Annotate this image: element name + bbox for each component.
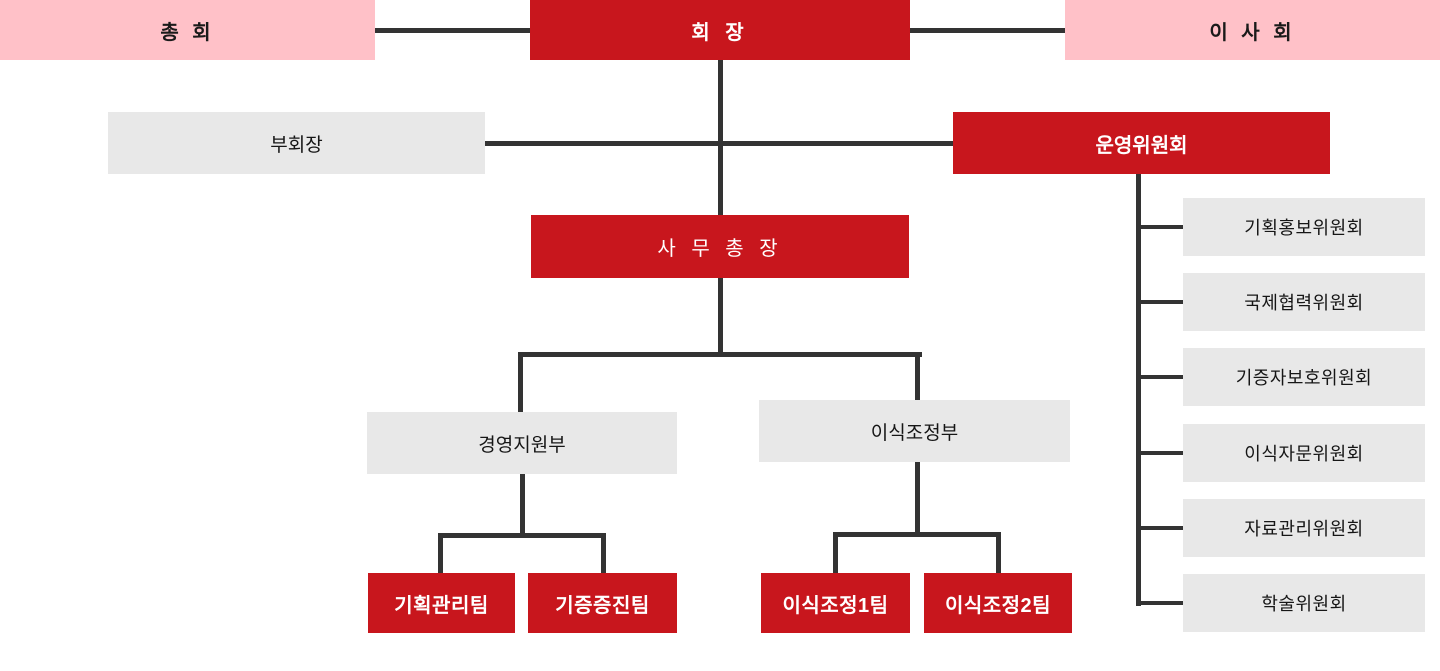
node-vice-chairman: 부회장 <box>108 112 485 174</box>
connector-committee-stub-3 <box>1136 375 1183 379</box>
node-planning-management-team: 기획관리팀 <box>368 573 515 633</box>
node-chairman: 회 장 <box>530 0 910 60</box>
connector-secretary-down <box>718 278 723 357</box>
connector-committee-stub-4 <box>1136 451 1183 455</box>
connector-committee-stub-2 <box>1136 300 1183 304</box>
connector-committee-spine <box>1136 174 1141 606</box>
node-secretary-general: 사 무 총 장 <box>531 215 909 278</box>
connector-team-split-left <box>438 533 606 538</box>
connector-vice-steering <box>485 141 953 146</box>
connector-committee-stub-5 <box>1136 526 1183 530</box>
connector-team-split-right <box>833 532 1001 537</box>
connector-assembly-chairman <box>375 28 530 33</box>
connector-dept-split <box>518 352 922 357</box>
node-management-support-dept: 경영지원부 <box>367 412 677 474</box>
connector-team1-down <box>438 533 443 573</box>
connector-chairman-down <box>718 60 723 215</box>
connector-committee-stub-6 <box>1136 601 1183 605</box>
connector-chairman-board <box>910 28 1065 33</box>
node-committee-planning-pr: 기획홍보위원회 <box>1183 198 1425 256</box>
connector-team2-down <box>601 533 606 573</box>
node-committee-transplant-advisory: 이식자문위원회 <box>1183 424 1425 482</box>
connector-team4-down <box>996 532 1001 573</box>
node-committee-international-cooperation: 국제협력위원회 <box>1183 273 1425 331</box>
node-committee-donor-protection: 기증자보호위원회 <box>1183 348 1425 406</box>
connector-team3-down <box>833 532 838 573</box>
connector-mgmt-down <box>520 474 525 538</box>
connector-committee-stub-1 <box>1136 225 1183 229</box>
connector-dept-left-down <box>518 352 523 412</box>
node-board-of-directors: 이 사 회 <box>1065 0 1440 60</box>
node-donation-promotion-team: 기증증진팀 <box>528 573 677 633</box>
connector-dept-right-down <box>915 352 920 400</box>
node-transplant-coordination-dept: 이식조정부 <box>759 400 1070 462</box>
node-committee-data-management: 자료관리위원회 <box>1183 499 1425 557</box>
node-steering-committee: 운영위원회 <box>953 112 1330 174</box>
node-transplant-coordination-team1: 이식조정1팀 <box>761 573 910 633</box>
node-committee-academic: 학술위원회 <box>1183 574 1425 632</box>
connector-transplant-down <box>915 462 920 537</box>
node-general-assembly: 총 회 <box>0 0 375 60</box>
node-transplant-coordination-team2: 이식조정2팀 <box>924 573 1072 633</box>
